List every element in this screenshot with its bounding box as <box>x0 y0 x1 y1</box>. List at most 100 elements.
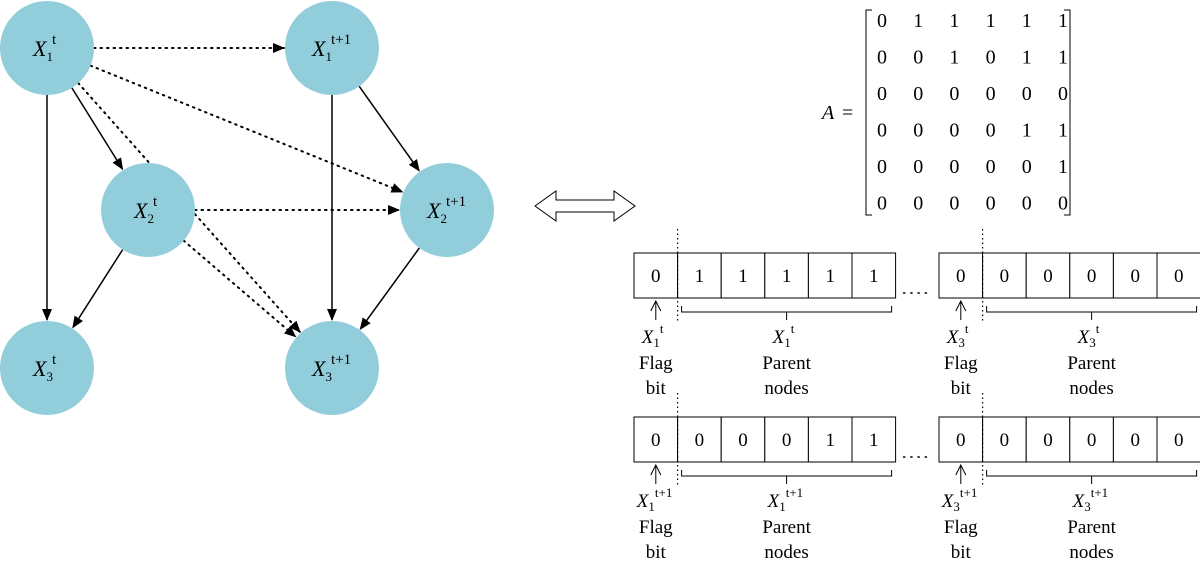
parent-bit-cell <box>851 252 897 299</box>
matrix-entry-r2-c2: 0 <box>913 47 923 69</box>
flag-pointer-arrow-icon <box>650 463 662 484</box>
flag-label: Flag <box>944 353 978 374</box>
node-circle <box>0 321 94 415</box>
parent-label-line2: nodes <box>1069 542 1113 562</box>
parent-bit-cell <box>764 252 809 299</box>
inter-slice-edge-x2t-to-x3t1 <box>182 239 297 338</box>
bit-value: 0 <box>1043 266 1053 287</box>
parent-label-line2: nodes <box>1069 378 1113 399</box>
bit-value: 0 <box>1130 266 1140 287</box>
bit-value: 0 <box>651 430 661 451</box>
matrix-entry-r6-c1: 0 <box>877 193 887 215</box>
flag-label: Flag <box>639 517 673 538</box>
parent-bit-cell <box>677 252 722 299</box>
matrix-entry-r1-c3: 1 <box>949 10 959 32</box>
node-label: X1t+1 <box>311 32 351 64</box>
bit-value: 0 <box>695 430 705 451</box>
bit-value: 0 <box>1000 266 1010 287</box>
node-x2t1: X2t+1 <box>400 163 494 257</box>
node-label: X2t+1 <box>426 194 466 226</box>
parent-label: Parent <box>762 353 811 374</box>
intra-slice-edge-x1t1-to-x2t1 <box>358 85 420 172</box>
parent-bit-cell <box>982 416 1027 463</box>
matrix-entry-r2-c4: 0 <box>986 47 996 69</box>
parent-bit-cell <box>720 252 766 299</box>
bit-value: 0 <box>1174 430 1184 451</box>
matrix-entry-r5-c2: 0 <box>913 156 923 178</box>
inter-slice-edge-x1t-to-x2t1 <box>89 64 404 193</box>
matrix-entry-r2-c5: 1 <box>1022 47 1032 69</box>
node-x1t1: X1t+1 <box>285 1 379 95</box>
matrix-left-bracket <box>865 9 872 216</box>
matrix-entry-r5-c1: 0 <box>877 156 887 178</box>
matrix-equals-sign: = <box>842 102 853 124</box>
matrix-entry-r5-c6: 1 <box>1058 156 1068 178</box>
parent-variable-label: X3t+1 <box>1072 485 1109 514</box>
bit-value: 0 <box>651 266 661 287</box>
parent-nodes-brace <box>986 306 1198 320</box>
bit-value: 0 <box>1087 430 1097 451</box>
node-circle <box>285 1 379 95</box>
parent-nodes-brace <box>681 306 893 320</box>
flag-label-line2: bit <box>951 542 972 562</box>
flag-label-line2: bit <box>646 378 667 399</box>
matrix-entry-r1-c2: 1 <box>913 10 923 32</box>
flag-label: Flag <box>639 353 673 374</box>
parent-bit-cell <box>1025 416 1071 463</box>
parent-label-line2: nodes <box>764 542 808 562</box>
bit-value: 0 <box>1087 266 1097 287</box>
matrix-entry-r2-c1: 0 <box>877 47 887 69</box>
matrix-entry-r5-c3: 0 <box>949 156 959 178</box>
parent-bit-cell <box>1112 252 1158 299</box>
intra-slice-edge-x2t-to-x3t <box>72 249 124 329</box>
bit-value: 1 <box>738 266 748 287</box>
parent-bit-cell <box>1156 416 1200 463</box>
matrix-entry-r4-c6: 1 <box>1058 120 1068 142</box>
parent-bit-cell <box>1069 252 1114 299</box>
matrix-entry-r1-c1: 0 <box>877 10 887 32</box>
flag-bit-cell <box>938 416 984 463</box>
matrix-entry-r4-c3: 0 <box>949 120 959 142</box>
parent-bit-cell <box>1025 252 1071 299</box>
node-circle <box>400 163 494 257</box>
parent-bit-cell <box>1069 416 1114 463</box>
network-edges <box>42 43 420 338</box>
parent-label: Parent <box>762 517 811 538</box>
flag-pointer-arrow-icon <box>650 299 662 320</box>
matrix-label: A <box>820 102 835 124</box>
flag-variable-label: X3t+1 <box>941 485 978 514</box>
matrix-entry-r1-c5: 1 <box>1022 10 1032 32</box>
parent-nodes-brace <box>986 470 1198 484</box>
parent-bit-cell <box>764 416 809 463</box>
matrix-entry-r4-c1: 0 <box>877 120 887 142</box>
parent-variable-label: X3t <box>1077 321 1100 350</box>
bit-value: 1 <box>782 266 792 287</box>
node-label: X2t <box>133 194 158 226</box>
matrix-entry-r4-c5: 1 <box>1022 120 1032 142</box>
parent-label: Parent <box>1067 353 1116 374</box>
matrix-entry-r6-c4: 0 <box>986 193 996 215</box>
matrix-entry-r6-c6: 0 <box>1058 193 1068 215</box>
parent-bit-cell <box>807 252 853 299</box>
flag-label: Flag <box>944 517 978 538</box>
flag-pointer-arrow-icon <box>955 299 967 320</box>
matrix-entry-r1-c4: 1 <box>986 10 996 32</box>
node-label: X3t+1 <box>311 352 351 384</box>
bit-value: 0 <box>956 266 966 287</box>
bit-value: 1 <box>825 266 835 287</box>
bit-value: 0 <box>1174 266 1184 287</box>
flag-variable-label: X1t <box>641 321 664 350</box>
bit-value: 0 <box>956 430 966 451</box>
node-circle <box>0 1 94 95</box>
bit-value: 0 <box>738 430 748 451</box>
parent-bit-cell <box>1156 252 1200 299</box>
node-x2t: X2t <box>101 163 195 257</box>
bit-value: 0 <box>1130 430 1140 451</box>
